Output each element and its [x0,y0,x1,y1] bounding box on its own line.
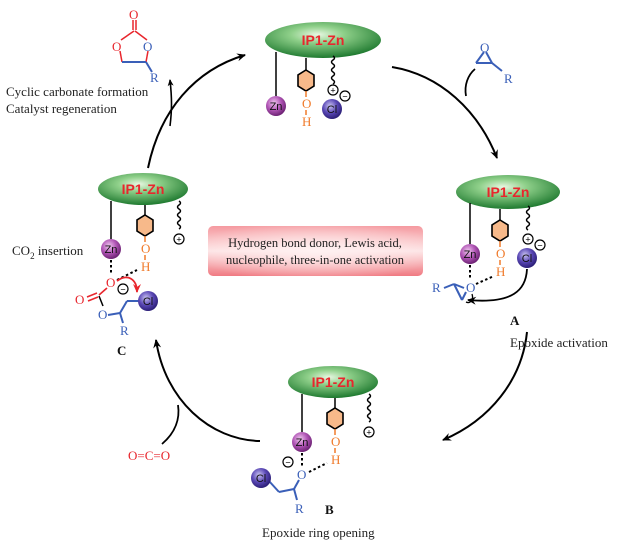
intermediate-b-label: B [325,502,334,517]
catalyst-ellipse [98,173,188,205]
step-label-catalyst-regeneration: Catalyst regeneration [6,101,117,116]
arrow-right-to-bottom [442,331,528,441]
svg-text:Cl: Cl [143,296,153,308]
cl-ball [517,248,537,268]
svg-text:R: R [295,501,304,516]
svg-text:+: + [366,428,371,438]
phenol-o: O [302,96,311,111]
svg-text:IP1-Zn: IP1-Zn [312,374,355,390]
svg-text:O: O [331,434,340,449]
minus-charge-icon [339,90,351,102]
svg-text:R: R [432,280,441,295]
minus-charge-icon [282,456,294,468]
svg-text:−: − [537,241,542,251]
svg-text:+: + [330,86,335,96]
arrow-top-left-to-top [147,53,246,169]
svg-text:O: O [106,275,115,290]
branch-epoxide-in [464,68,476,97]
plus-charge-icon [522,233,534,245]
product-r-group: R [150,70,159,85]
plus-charge-icon [327,84,339,96]
co2-reagent: O=C=O [128,448,170,463]
catalyst-ellipse [265,22,381,58]
minus-charge-icon [117,283,129,295]
phenol-ring-icon [326,407,344,430]
intermediate-c-label: C [117,343,126,358]
step-label-co2-insertion: CO2 insertion [12,243,84,261]
branch-co2-in [161,404,180,445]
svg-text:O: O [141,241,150,256]
step-label-epoxide-activation: Epoxide activation [510,335,608,350]
svg-text:H: H [496,264,505,279]
alkyl-chain [330,55,336,85]
svg-text:Zn: Zn [464,249,477,261]
intermediate-a-label: A [510,313,520,328]
step-label-epoxide-ring-opening: Epoxide ring opening [262,525,375,540]
svg-text:Zn: Zn [296,437,309,449]
phenol-h: H [302,114,311,129]
svg-text:Cl: Cl [256,473,266,485]
phenol-ring-icon [491,219,509,242]
zn-ball [101,239,121,259]
svg-text:−: − [285,458,290,468]
center-note-line2: nucleophile, three-in-one activation [226,253,405,267]
catalyst-ellipse [288,366,378,398]
svg-text:O: O [297,467,306,482]
phenol-ring-icon [136,214,154,237]
svg-text:−: − [120,285,125,295]
svg-text:H: H [141,259,150,274]
svg-text:IP1-Zn: IP1-Zn [122,181,165,197]
epoxide-reagent: O R [475,40,513,86]
cl-ball [322,99,342,119]
zn-ball [266,96,286,116]
svg-text:Cl: Cl [522,253,532,265]
epoxide-o: O [480,40,489,55]
arrow-bottom-to-left [153,339,261,442]
svg-text:−: − [342,92,347,102]
svg-text:O: O [98,307,107,322]
electron-push-arrow [116,276,141,293]
cl-ball [251,468,271,488]
arrow-top-to-right [391,66,498,159]
zn-ball [460,244,480,264]
step-label-carbonate-formation: Cyclic carbonate formation [6,84,149,99]
catalyst-label: IP1-Zn [302,32,345,48]
phenol-ring-icon [297,69,315,92]
svg-text:O: O [75,292,84,307]
svg-text:H: H [331,452,340,467]
svg-text:Cl: Cl [327,104,337,116]
catalyst-intermediate-a: IP1-Zn O H + − Zn Cl O R [432,175,560,305]
svg-text:R: R [120,323,129,338]
cycle-arrows [147,53,528,445]
cyclic-carbonate-product: O O O R [112,7,159,85]
cl-ball [138,291,158,311]
catalyst-intermediate-c: IP1-Zn O H + Zn O − O O R Cl [75,173,188,338]
svg-text:Zn: Zn [105,244,118,256]
branch-product-out [167,79,174,127]
svg-text:IP1-Zn: IP1-Zn [487,184,530,200]
svg-text:+: + [525,235,530,245]
product-ring-o-right: O [143,39,152,54]
catalyst-ellipse [456,175,560,209]
product-carbonyl-o: O [129,7,138,22]
catalyst-intermediate-b: IP1-Zn O H + Zn − O R Cl [251,366,378,516]
svg-text:O: O [496,246,505,261]
svg-text:O: O [466,280,475,295]
center-note-line1: Hydrogen bond donor, Lewis acid, [228,236,402,250]
center-note-box: Hydrogen bond donor, Lewis acid, nucleop… [208,226,423,276]
zn-ball [292,432,312,452]
svg-text:+: + [176,235,181,245]
product-ring-o-left: O [112,39,121,54]
minus-charge-icon [534,239,546,251]
epoxide-r: R [504,71,513,86]
catalyst-top: IP1-Zn O H + − Zn Cl [265,22,381,129]
svg-text:Zn: Zn [270,101,283,113]
plus-charge-icon [173,233,185,245]
plus-charge-icon [363,426,375,438]
